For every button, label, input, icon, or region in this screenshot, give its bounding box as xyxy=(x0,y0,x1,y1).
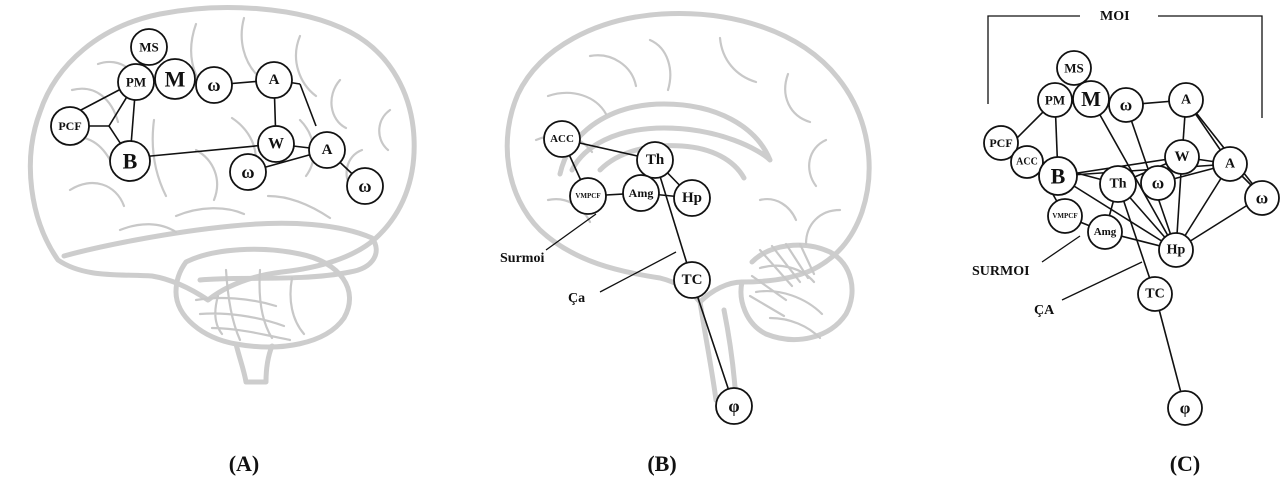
svg-text:Amg: Amg xyxy=(1094,226,1117,238)
svg-text:W: W xyxy=(1175,149,1190,165)
svg-text:VMPCF: VMPCF xyxy=(1052,212,1077,220)
svg-text:ω: ω xyxy=(241,162,254,182)
svg-text:PCF: PCF xyxy=(58,119,81,133)
svg-text:Th: Th xyxy=(1109,177,1126,192)
svg-text:ω: ω xyxy=(358,176,371,196)
node-th: Th xyxy=(636,141,674,179)
panel-b: ACC Th VMPCF Amg Hp TC φ Surmoi Ça (B) xyxy=(500,11,872,476)
svg-text:TC: TC xyxy=(682,272,703,288)
node-acc: ACC xyxy=(543,120,581,158)
c-surmoi-label: SURMOI xyxy=(972,264,1030,279)
c-ca-leader-line xyxy=(1061,261,1143,301)
panel-b-nodes: ACC Th VMPCF Amg Hp TC φ xyxy=(543,120,753,425)
node-amg: Amg xyxy=(622,174,660,212)
node-c-m: M xyxy=(1072,80,1110,118)
panel-a: MS PM M ω A PCF W A B ω ω (A) xyxy=(27,5,417,476)
node-hp: Hp xyxy=(673,179,711,217)
node-a-1: A xyxy=(255,61,293,99)
panel-c: MOI xyxy=(972,9,1280,476)
moi-bracket xyxy=(987,15,1263,118)
node-vmpcf: VMPCF xyxy=(569,177,607,215)
node-b: B xyxy=(109,140,151,182)
svg-text:W: W xyxy=(268,136,284,153)
svg-text:ω: ω xyxy=(207,75,220,95)
svg-text:φ: φ xyxy=(1180,399,1191,418)
node-c-a-1: A xyxy=(1168,82,1204,118)
svg-text:ω: ω xyxy=(1120,96,1132,115)
node-c-w: W xyxy=(1164,139,1200,175)
moi-label: MOI xyxy=(1100,9,1130,24)
svg-text:φ: φ xyxy=(728,396,739,416)
c-ca-label: ÇA xyxy=(1034,303,1055,318)
node-omega-3: ω xyxy=(346,167,384,205)
svg-text:PM: PM xyxy=(126,75,146,90)
svg-text:ACC: ACC xyxy=(550,133,574,145)
node-a-2: A xyxy=(308,131,346,169)
node-c-th: Th xyxy=(1099,165,1137,203)
node-tc: TC xyxy=(673,261,711,299)
svg-text:B: B xyxy=(1051,164,1066,189)
svg-text:A: A xyxy=(1181,93,1192,108)
node-phi: φ xyxy=(715,387,753,425)
svg-text:ω: ω xyxy=(1152,174,1164,193)
node-c-pcf: PCF xyxy=(983,125,1019,161)
c-surmoi-leader-line xyxy=(1041,235,1081,263)
node-c-b: B xyxy=(1038,156,1078,196)
panel-b-caption: (B) xyxy=(647,451,676,476)
node-w: W xyxy=(257,125,295,163)
node-c-tc: TC xyxy=(1137,276,1173,312)
panel-a-nodes: MS PM M ω A PCF W A B ω ω xyxy=(50,28,384,205)
svg-text:A: A xyxy=(322,142,333,158)
panel-c-caption: (C) xyxy=(1170,451,1201,476)
svg-text:PM: PM xyxy=(1045,93,1065,108)
lateral-brain-outline xyxy=(27,5,417,385)
panel-c-nodes: MS PM M ω A PCF ACC B Th ω W A ω VMPCF A… xyxy=(983,50,1280,426)
node-ms: MS xyxy=(130,28,168,66)
node-omega-1: ω xyxy=(195,66,233,104)
surmoi-leader-line xyxy=(545,213,597,251)
svg-text:MS: MS xyxy=(139,40,159,55)
svg-text:VMPCF: VMPCF xyxy=(575,192,600,200)
svg-text:Amg: Amg xyxy=(629,186,654,200)
svg-text:Th: Th xyxy=(646,152,665,168)
svg-text:ω: ω xyxy=(1256,189,1268,208)
node-c-amg: Amg xyxy=(1087,214,1123,250)
node-c-ms: MS xyxy=(1056,50,1092,86)
svg-text:TC: TC xyxy=(1145,287,1164,302)
svg-text:A: A xyxy=(269,72,280,88)
surmoi-label: Surmoi xyxy=(500,251,544,266)
node-c-omega-3: ω xyxy=(1244,180,1280,216)
ca-leader-line xyxy=(599,251,677,293)
edge-pcf-pm xyxy=(80,89,120,111)
svg-text:M: M xyxy=(1081,87,1101,111)
node-c-pm: PM xyxy=(1037,82,1073,118)
node-c-omega-1: ω xyxy=(1108,87,1144,123)
svg-text:PCF: PCF xyxy=(989,136,1012,150)
svg-text:ACC: ACC xyxy=(1016,157,1038,168)
node-c-omega-2: ω xyxy=(1140,165,1176,201)
panel-a-caption: (A) xyxy=(229,451,260,476)
svg-text:Hp: Hp xyxy=(682,190,702,206)
node-c-phi: φ xyxy=(1167,390,1203,426)
node-m: M xyxy=(154,58,196,100)
node-c-a-2: A xyxy=(1212,146,1248,182)
node-c-acc: ACC xyxy=(1010,145,1044,179)
svg-text:B: B xyxy=(123,149,138,174)
svg-text:MS: MS xyxy=(1064,61,1084,76)
node-pcf: PCF xyxy=(50,106,90,146)
svg-text:M: M xyxy=(165,67,186,92)
svg-text:Hp: Hp xyxy=(1167,243,1186,258)
svg-text:A: A xyxy=(1225,157,1236,172)
ca-label: Ça xyxy=(568,291,585,306)
node-pm: PM xyxy=(117,63,155,101)
node-c-vmpcf: VMPCF xyxy=(1047,198,1083,234)
node-omega-2: ω xyxy=(229,153,267,191)
panel-c-edges xyxy=(1014,67,1263,409)
node-c-hp: Hp xyxy=(1158,232,1194,268)
